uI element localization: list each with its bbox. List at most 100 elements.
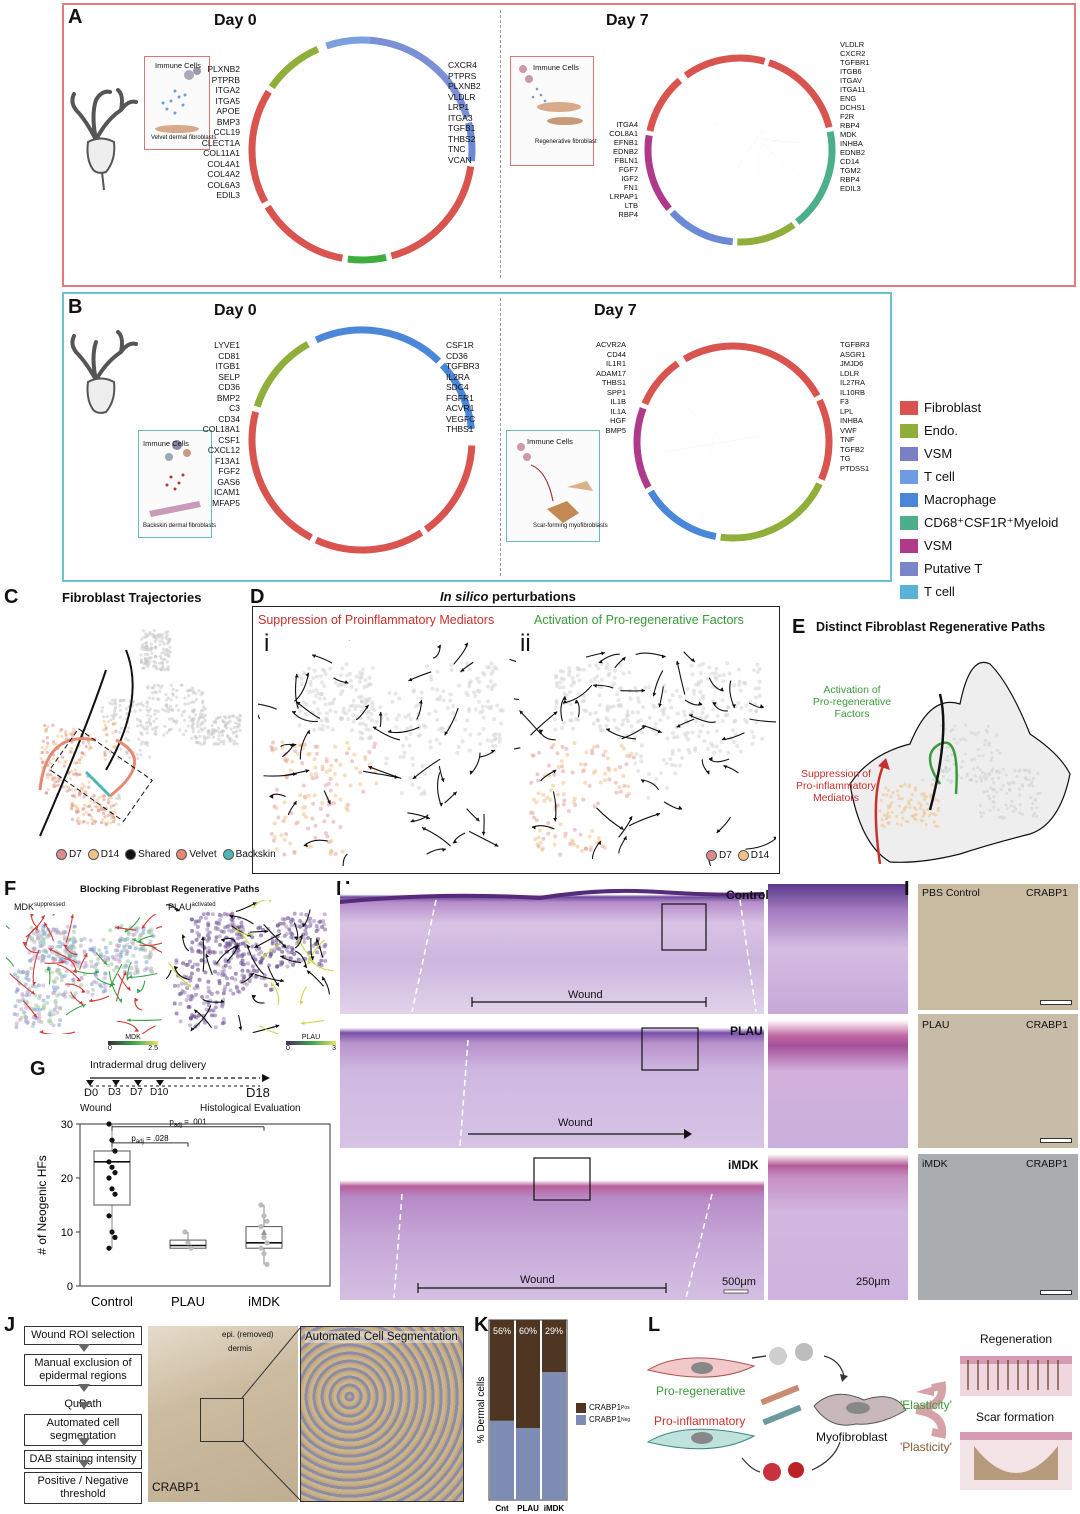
- cell-dot: [242, 952, 247, 957]
- cell-dot: [280, 949, 285, 954]
- cell-dot: [362, 685, 367, 690]
- stream-line: [136, 980, 146, 993]
- chord-segment: [268, 46, 320, 90]
- cell-dot: [621, 671, 626, 676]
- gene-label: TNC: [448, 144, 466, 154]
- cell-dot: [360, 731, 365, 736]
- cell-dot: [340, 666, 345, 671]
- chord-link: [652, 107, 818, 163]
- cell-dot: [311, 943, 316, 948]
- cell-dot: [89, 982, 94, 987]
- cell-dot: [562, 798, 567, 803]
- cell-dot: [596, 801, 601, 806]
- cell-dot: [394, 717, 399, 722]
- cell-dot: [1021, 812, 1025, 816]
- cell-dot: [653, 721, 658, 726]
- cell-dot: [122, 698, 126, 702]
- panel-i-letter: I: [904, 878, 910, 900]
- cell-dot: [205, 911, 210, 916]
- cell-dot: [270, 941, 275, 946]
- cell-dot: [673, 771, 678, 776]
- cell-dot: [548, 797, 553, 802]
- cell-dot: [754, 720, 759, 725]
- stream-arrow: [115, 925, 120, 930]
- cell-dot: [923, 797, 927, 801]
- cell-dot: [125, 959, 130, 964]
- cell-dot: [124, 737, 128, 741]
- stream-line: [712, 702, 728, 712]
- cell-dot: [363, 723, 368, 728]
- cell-dot: [104, 739, 108, 743]
- cell-dot: [353, 706, 358, 711]
- cell-dot: [131, 953, 136, 958]
- cell-dot: [274, 806, 279, 811]
- cell-dot: [115, 953, 120, 958]
- stream-arrow: [190, 1027, 195, 1031]
- control-wound-annotation: [340, 888, 764, 1013]
- cell-dot: [1008, 782, 1012, 786]
- stream-arrow: [264, 929, 269, 934]
- cell-dot: [231, 928, 236, 933]
- cell-dot: [333, 793, 338, 798]
- cell-dot: [89, 745, 93, 750]
- cell-dot: [54, 1004, 59, 1009]
- cell-dot: [63, 990, 68, 995]
- data-point: [112, 1234, 118, 1240]
- cell-dot: [566, 673, 571, 678]
- cell-dot: [295, 751, 300, 756]
- cell-dot: [148, 723, 152, 727]
- legend-swatch: [900, 492, 918, 507]
- cell-dot: [627, 670, 632, 675]
- cell-dot: [408, 775, 413, 780]
- cell-dot: [965, 774, 969, 778]
- gene-label: IL27RA: [840, 378, 866, 387]
- cell-dot: [235, 742, 239, 746]
- cell-dot: [226, 942, 231, 947]
- cell-dot: [347, 708, 352, 713]
- legend-label: T cell: [924, 469, 955, 484]
- cell-dot: [555, 792, 560, 797]
- cell-dot: [612, 675, 617, 680]
- stream-arrow: [327, 800, 331, 805]
- cell-dot: [114, 802, 118, 806]
- cell-dot: [103, 988, 108, 993]
- cell-dot: [358, 675, 363, 680]
- cell-dot: [205, 994, 210, 999]
- cell-dot: [174, 958, 179, 963]
- cell-dot: [90, 992, 95, 997]
- cell-dot: [119, 747, 123, 751]
- cell-dot: [630, 710, 635, 715]
- cell-dot: [153, 646, 157, 650]
- gene-label: FBLN1: [614, 156, 638, 165]
- cell-dot: [358, 736, 363, 741]
- cell-dot: [287, 927, 292, 932]
- cell-dot: [467, 707, 472, 712]
- cell-dot: [194, 698, 198, 702]
- cell-dot: [451, 703, 456, 708]
- cell-dot: [351, 698, 356, 703]
- cell-dot: [60, 734, 64, 739]
- elasticity-label: 'Elasticity': [900, 1398, 952, 1412]
- cell-dot: [170, 683, 174, 687]
- cell-dot: [979, 814, 984, 819]
- cell-dot: [983, 738, 987, 743]
- cell-dot: [81, 741, 85, 745]
- legend-swatch: [87, 849, 99, 860]
- cell-dot: [118, 730, 122, 734]
- cell-dot: [739, 705, 744, 710]
- cell-dot: [947, 759, 951, 763]
- cell-dot: [17, 999, 22, 1004]
- cell-dot: [97, 795, 102, 800]
- chord-segment: [390, 165, 475, 260]
- cell-dot: [143, 645, 147, 650]
- stream-arrow: [128, 974, 133, 979]
- shared-trajectory: [105, 649, 134, 771]
- legend-item: VSM: [900, 534, 1076, 557]
- stream-arrow: [221, 938, 225, 943]
- cell-dot: [148, 648, 153, 652]
- cell-dot: [671, 748, 676, 753]
- cell-dot: [148, 755, 152, 759]
- flow-arrows: [78, 1344, 90, 1468]
- cell-dot: [241, 986, 246, 991]
- chord-link: [285, 77, 456, 201]
